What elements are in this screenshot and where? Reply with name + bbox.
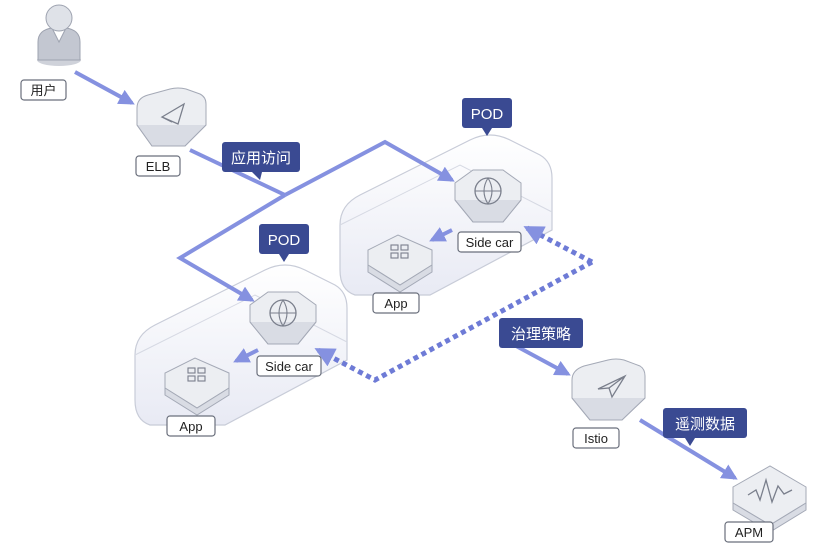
- flow-access-to-pod-b: [284, 139, 455, 197]
- pod-a-sidecar-label-box: Side car: [256, 355, 322, 377]
- flow-user-to-elb: [74, 70, 135, 105]
- pod-a-container: [134, 264, 348, 426]
- user-label: 用户: [30, 83, 56, 98]
- pod-a-app-label-box: App: [166, 415, 216, 437]
- pod-a-tag-text: POD: [268, 232, 301, 249]
- flow-access-to-pod-a: [176, 193, 287, 302]
- pod-a-tag: POD: [259, 224, 309, 262]
- pod-a-app-label: App: [179, 419, 202, 434]
- user-icon: [37, 4, 81, 66]
- elb-device-icon: [136, 87, 207, 147]
- policy-tag: 治理策略: [499, 318, 583, 348]
- pod-b-tag-text: POD: [471, 106, 504, 123]
- dashed-link-sidecar-b: [523, 225, 594, 265]
- telemetry-tag-text: 遥测数据: [675, 416, 735, 433]
- access-tag-text: 应用访问: [231, 149, 291, 167]
- pod-b-tag: POD: [462, 98, 512, 136]
- pod-b-app-label-box: App: [372, 292, 420, 314]
- flow-elb-to-access: [189, 148, 286, 197]
- policy-tag-text: 治理策略: [511, 326, 571, 343]
- pod-b-sidecar-label: Side car: [466, 235, 514, 250]
- pod-b-app-icon: [367, 234, 433, 293]
- telemetry-tag: 遥测数据: [663, 408, 747, 446]
- pod-b-app-label: App: [384, 296, 407, 311]
- elb-label: ELB: [146, 159, 171, 174]
- flow-istio-to-apm: [638, 418, 738, 480]
- istio-label-box: Istio: [572, 427, 620, 449]
- pod-b-sidecar-label-box: Side car: [457, 231, 522, 253]
- pod-a-app-icon: [164, 357, 230, 416]
- istio-label: Istio: [584, 431, 608, 446]
- pod-a-sidecar-icon: [249, 291, 317, 345]
- istio-device-icon: [571, 358, 646, 421]
- flow-sidecar-a-to-app: [233, 348, 259, 363]
- apm-label-box: APM: [724, 521, 774, 543]
- apm-label: APM: [735, 525, 763, 540]
- flow-sidecar-b-to-app: [429, 227, 453, 242]
- user-label-box: 用户: [20, 79, 67, 101]
- dashed-link-sidecar-a: [314, 259, 594, 383]
- elb-label-box: ELB: [135, 155, 181, 177]
- pod-a-sidecar-label: Side car: [265, 359, 313, 374]
- pod-b-sidecar-icon: [454, 169, 522, 223]
- access-tag: 应用访问: [222, 142, 300, 180]
